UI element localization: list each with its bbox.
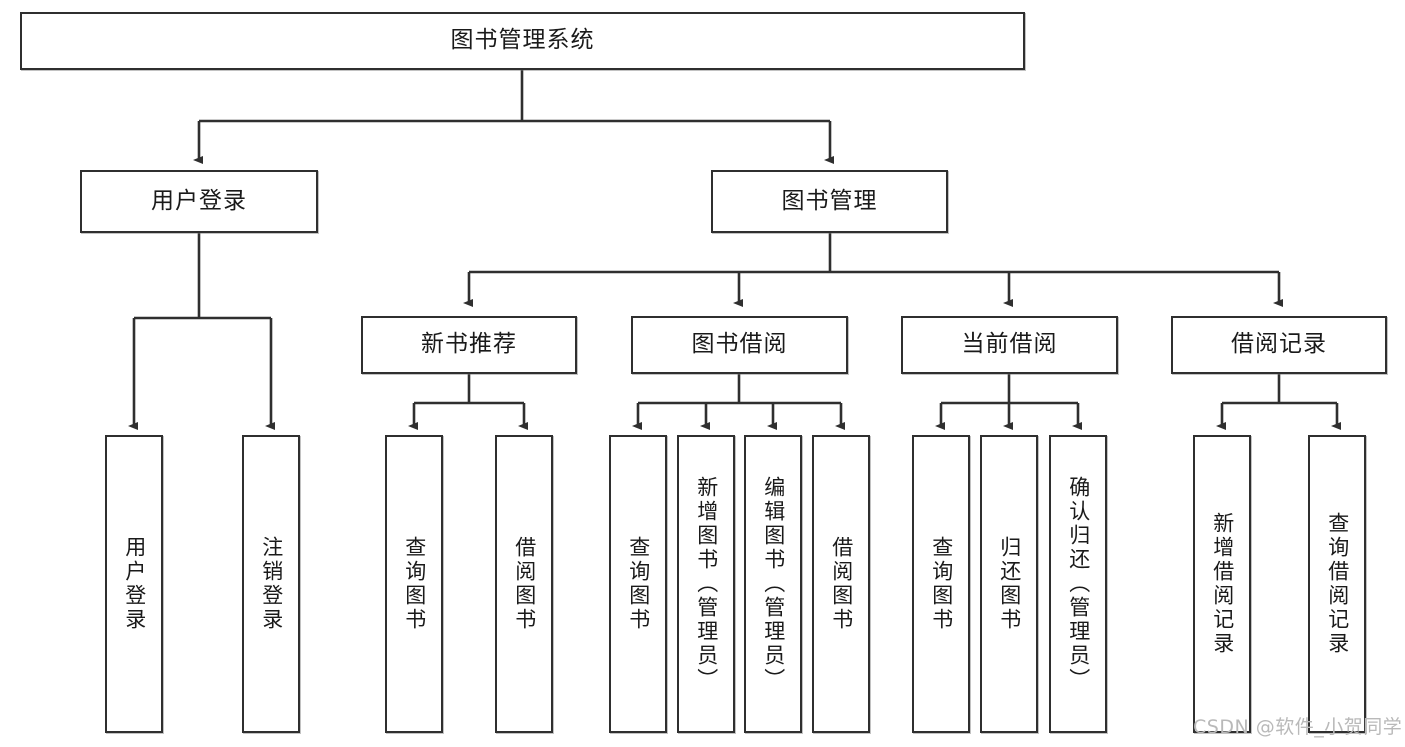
node-new-book-recommend[interactable]: 新书推荐 [361, 316, 577, 374]
node-book-manage[interactable]: 图书管理 [711, 170, 948, 233]
node-book-borrow[interactable]: 图书借阅 [631, 316, 848, 374]
node-current-borrow[interactable]: 当前借阅 [901, 316, 1118, 374]
node-label: 查询图书 [402, 536, 427, 632]
node-label: 新增借阅记录 [1210, 512, 1235, 656]
leaf-edit-book-admin[interactable]: 编辑图书（管理员） [744, 435, 802, 733]
node-label: 用户登录 [151, 187, 247, 214]
node-label: 归还图书 [997, 536, 1022, 632]
node-label: 确认归还（管理员） [1066, 476, 1091, 692]
node-label: 图书借阅 [691, 331, 788, 358]
leaf-query-book-current[interactable]: 查询图书 [912, 435, 970, 733]
node-book-management-system[interactable]: 图书管理系统 [20, 12, 1025, 70]
node-label: 新增图书（管理员） [694, 476, 719, 692]
node-label: 图书管理 [781, 187, 878, 214]
node-label: 注销登录 [259, 536, 284, 632]
leaf-add-borrow-record[interactable]: 新增借阅记录 [1193, 435, 1251, 733]
node-label: 借阅记录 [1231, 331, 1327, 358]
node-label: 借阅图书 [512, 536, 537, 632]
node-label: 借阅图书 [829, 536, 854, 632]
node-label: 查询图书 [929, 536, 954, 632]
csdn-watermark: CSDN @软件_小贺同学 [1193, 716, 1403, 738]
node-borrow-record[interactable]: 借阅记录 [1171, 316, 1387, 374]
leaf-query-book-borrow[interactable]: 查询图书 [609, 435, 667, 733]
leaf-logout-login[interactable]: 注销登录 [242, 435, 300, 733]
node-label: 新书推荐 [421, 331, 517, 358]
leaf-query-borrow-record[interactable]: 查询借阅记录 [1308, 435, 1366, 733]
leaf-confirm-return-admin[interactable]: 确认归还（管理员） [1049, 435, 1107, 733]
node-label: 编辑图书（管理员） [761, 476, 786, 692]
leaf-return-book[interactable]: 归还图书 [980, 435, 1038, 733]
node-label: 查询借阅记录 [1325, 512, 1350, 656]
node-user-login[interactable]: 用户登录 [80, 170, 318, 233]
leaf-user-login[interactable]: 用户登录 [105, 435, 163, 733]
leaf-borrow-book-borrow[interactable]: 借阅图书 [812, 435, 870, 733]
leaf-add-book-admin[interactable]: 新增图书（管理员） [677, 435, 735, 733]
leaf-borrow-book-recommend[interactable]: 借阅图书 [495, 435, 553, 733]
node-label: 查询图书 [626, 536, 651, 632]
leaf-query-book-recommend[interactable]: 查询图书 [385, 435, 443, 733]
node-label: 当前借阅 [961, 331, 1058, 358]
node-label: 图书管理系统 [450, 27, 595, 54]
node-label: 用户登录 [122, 536, 147, 632]
